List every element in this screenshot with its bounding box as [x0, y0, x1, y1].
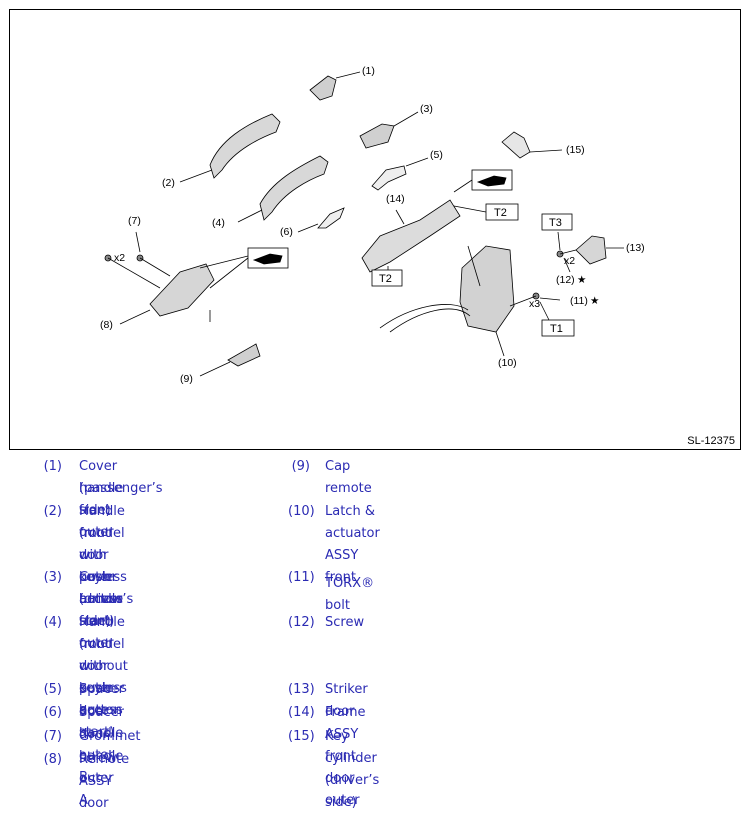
- legend-number: (9): [291, 459, 310, 474]
- torque-label: T2: [494, 207, 507, 219]
- torque-label: T3: [549, 217, 562, 229]
- torque-box: [541, 319, 575, 337]
- legend-text: with push button start): [79, 548, 122, 629]
- qty-label: x2: [114, 252, 125, 264]
- exploded-view-figure: (1) (2) (3) (4) (5) (6) (7) (8) (9) (10)…: [9, 9, 741, 450]
- striker-part: [556, 231, 624, 273]
- legend-text: Latch & actuator ASSY front: [325, 504, 380, 585]
- legend-number: (11): [288, 570, 315, 585]
- handle-non-keyless-part: [237, 155, 329, 223]
- torque-label: T2: [379, 273, 392, 285]
- legend-text: Cover handle front outer: [79, 459, 124, 540]
- legend-text: (model with keyless access: [79, 526, 127, 607]
- grease-icon: [453, 169, 513, 193]
- cover-handle-driver-part: [359, 111, 419, 149]
- callout-14: (14): [386, 193, 405, 205]
- star-mark: ★: [590, 295, 600, 307]
- legend-number: (15): [288, 729, 315, 744]
- cover-handle-passenger-part: [309, 71, 361, 101]
- torque-box: [485, 203, 519, 221]
- legend-number: (7): [43, 729, 62, 744]
- torx-bolt-part: [509, 292, 561, 323]
- callout-6: (6): [280, 226, 293, 238]
- callout-2: (2): [162, 177, 175, 189]
- legend-text: (model without keyless access: [79, 637, 128, 718]
- legend-text: Handle front door outer: [79, 615, 125, 696]
- star-mark: ★: [577, 274, 587, 286]
- frame-assy-part: [361, 199, 487, 273]
- legend-text: (driver’s side): [79, 592, 134, 629]
- torque-box: [541, 213, 573, 231]
- callout-11: (11): [570, 295, 588, 307]
- callout-8: (8): [100, 319, 113, 331]
- legend-text: with push button start): [79, 659, 122, 740]
- legend-number: (5): [43, 682, 62, 697]
- callout-4: (4): [212, 217, 225, 229]
- legend-number: (4): [43, 615, 62, 630]
- legend-number: (6): [43, 705, 62, 720]
- callout-15: (15): [566, 144, 585, 156]
- legend-number: (1): [43, 459, 62, 474]
- qty-label: x2: [564, 255, 575, 267]
- callout-9: (9): [180, 373, 193, 385]
- legend-number: (12): [288, 615, 315, 630]
- callout-13: (13): [626, 242, 645, 254]
- legend-number: (10): [288, 504, 315, 519]
- torque-box: [371, 269, 403, 287]
- callout-1: (1): [362, 65, 375, 77]
- legend-number: (2): [43, 504, 62, 519]
- callout-7: (7): [128, 215, 141, 227]
- legend-text: Remote ASSY door: [79, 752, 130, 811]
- remote-assy-part: [104, 231, 215, 325]
- legend-text: TORX® bolt: [325, 576, 375, 613]
- callout-5: (5): [430, 149, 443, 161]
- callout-3: (3): [420, 103, 433, 115]
- legend-text: Striker door: [325, 682, 368, 719]
- legend-text: Handle front door outer: [79, 504, 125, 585]
- torque-label: T1: [550, 323, 563, 335]
- callout-10: (10): [498, 357, 517, 369]
- legend-text: Cover handle front outer: [79, 570, 124, 651]
- legend-number: (3): [43, 570, 62, 585]
- key-cylinder-part: [501, 131, 563, 159]
- exploded-view-diagram: (1) (2) (3) (4) (5) (6) (7) (8) (9) (10)…: [100, 65, 645, 385]
- qty-label: x3: [529, 298, 540, 310]
- grease-icon: [199, 247, 289, 289]
- legend-text: Grommet screw: [79, 729, 141, 766]
- legend-number: (8): [43, 752, 62, 767]
- callout-12: (12): [556, 274, 575, 286]
- legend-text: Key cylinder (driver’s side): [325, 729, 380, 810]
- cap-remote-part: [199, 343, 261, 377]
- legend-number: (13): [288, 682, 315, 697]
- legend-number: (14): [288, 705, 315, 720]
- handle-keyless-part: [179, 113, 281, 183]
- legend-text: Screw: [325, 615, 365, 630]
- spacer-a-part: [297, 207, 345, 233]
- figure-id: SL-12375: [687, 435, 735, 447]
- legend-text: Cap remote: [325, 459, 372, 496]
- latch-actuator-part: [379, 245, 515, 357]
- spacer-b-part: [371, 157, 429, 191]
- legend-text: (passenger’s side): [79, 481, 163, 518]
